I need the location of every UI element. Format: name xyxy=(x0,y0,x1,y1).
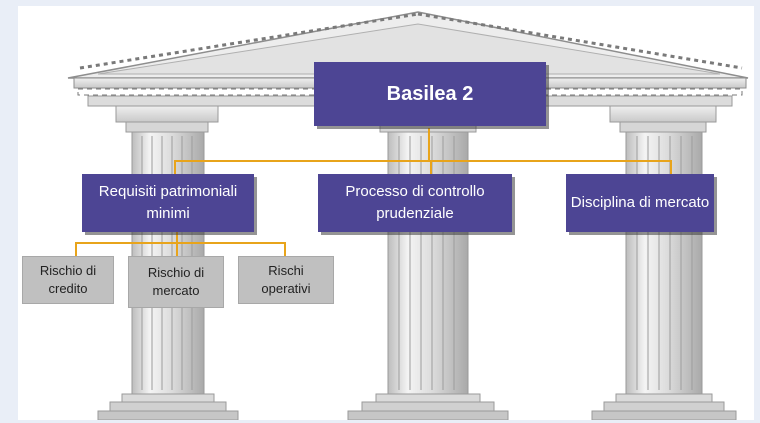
risk-node-mercato: Rischio di mercato xyxy=(128,256,224,308)
root-node-label: Basilea 2 xyxy=(386,83,474,105)
diagram-canvas: Basilea 2 Requisiti patrimoniali minimi … xyxy=(18,6,754,420)
risk-node-operativi-label: Rischi operativi xyxy=(261,263,311,296)
risk-node-operativi: Rischi operativi xyxy=(238,256,334,304)
risk-node-credito: Rischio di credito xyxy=(22,256,114,304)
risk-node-credito-label: Rischio di credito xyxy=(39,263,97,296)
connector-root-stem xyxy=(428,128,430,162)
column-right xyxy=(591,105,737,420)
risk-node-mercato-label: Rischio di mercato xyxy=(147,265,205,298)
connector-risks-bar xyxy=(75,242,286,244)
connector-pillars-bar xyxy=(174,160,672,162)
root-node: Basilea 2 xyxy=(314,62,546,126)
connector-pillar-center xyxy=(430,160,432,174)
connector-pillar-right xyxy=(670,160,672,174)
pillar-node-requisiti-label: Requisiti patrimoniali minimi xyxy=(98,183,238,222)
pillar-node-processo-label: Processo di controllo prudenziale xyxy=(345,183,485,222)
connector-risk-2 xyxy=(176,242,178,256)
connector-risk-1 xyxy=(75,242,77,256)
connector-pillar-left xyxy=(174,160,176,174)
pillar-node-disciplina: Disciplina di mercato xyxy=(566,174,714,232)
pillar-node-processo: Processo di controllo prudenziale xyxy=(318,174,512,232)
pillar-node-requisiti: Requisiti patrimoniali minimi xyxy=(82,174,254,232)
connector-requisiti-stem xyxy=(176,232,178,244)
pillar-node-disciplina-label: Disciplina di mercato xyxy=(570,194,710,211)
connector-risk-3 xyxy=(284,242,286,256)
